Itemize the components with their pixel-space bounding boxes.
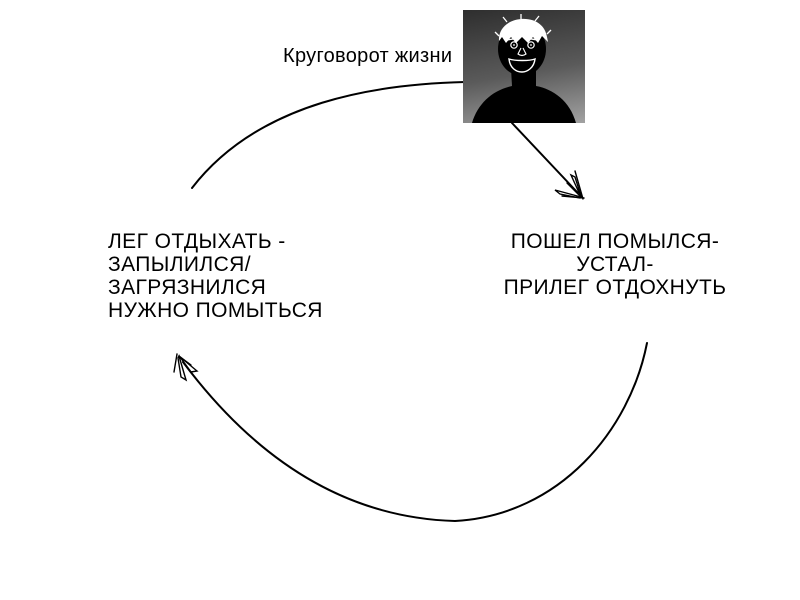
person-photo-icon [463,10,585,123]
node-right-line: УСТАЛ- [576,253,654,276]
hair-spikes [494,14,552,37]
node-right-line: ПРИЛЕГ ОТДОХНУТЬ [503,276,727,299]
node-left-line: ЗАПЫЛИЛСЯ/ [108,253,251,276]
person-silhouette-icon [472,14,576,123]
node-left-text: ЛЕГ ОТДЫХАТЬ - ЗАПЫЛИЛСЯ/ ЗАГРЯЗНИЛСЯ НУ… [108,230,323,322]
node-right-line: ПОШЕЛ ПОМЫЛСЯ- [510,230,720,253]
arrowhead-right-icon [554,170,585,200]
arc-photo-to-left-node [191,81,466,189]
diagram-title: Круговорот жизни [283,45,453,67]
arc-bottom-right-to-left [182,342,648,523]
node-left-line: НУЖНО ПОМЫТЬСЯ [108,299,323,322]
node-left-line: ЛЕГ ОТДЫХАТЬ - [108,230,286,253]
node-right-text: ПОШЕЛ ПОМЫЛСЯ- УСТАЛ- ПРИЛЕГ ОТДОХНУТЬ [492,230,738,299]
node-left-line: ЗАГРЯЗНИЛСЯ [108,276,267,299]
arrow-photo-to-right-node [511,122,579,194]
arrowhead-left-icon [173,353,199,382]
